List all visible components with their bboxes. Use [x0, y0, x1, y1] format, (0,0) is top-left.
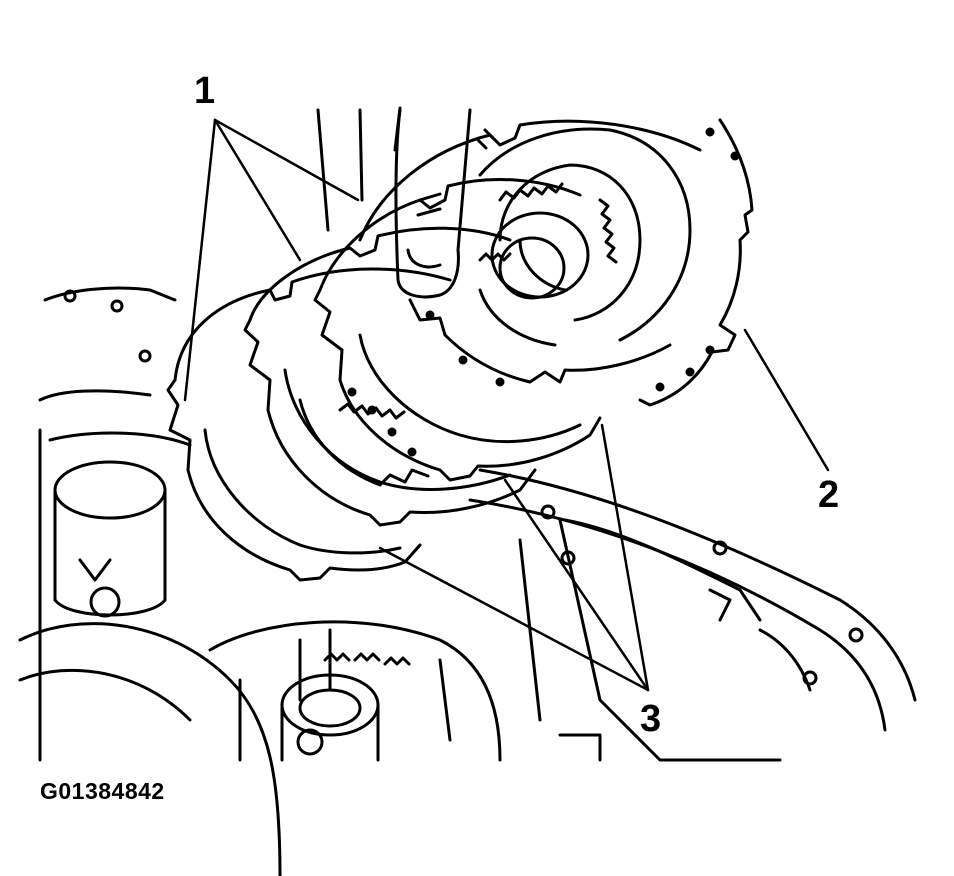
leader-2	[743, 328, 830, 472]
clutch-plates	[166, 118, 754, 582]
leader-3c	[600, 423, 650, 692]
callout-2: 2	[818, 474, 840, 516]
callout-1: 1	[194, 70, 216, 112]
callout-3: 3	[640, 698, 662, 740]
leader-1a	[183, 118, 217, 402]
finger	[394, 108, 497, 299]
leader-3b	[503, 478, 650, 692]
leader-lines	[183, 118, 830, 692]
figure-id: G01384842	[40, 778, 165, 804]
transmission-case	[18, 106, 917, 876]
leader-3a	[378, 546, 650, 692]
leader-1b	[213, 118, 302, 262]
leader-1c	[213, 118, 360, 202]
